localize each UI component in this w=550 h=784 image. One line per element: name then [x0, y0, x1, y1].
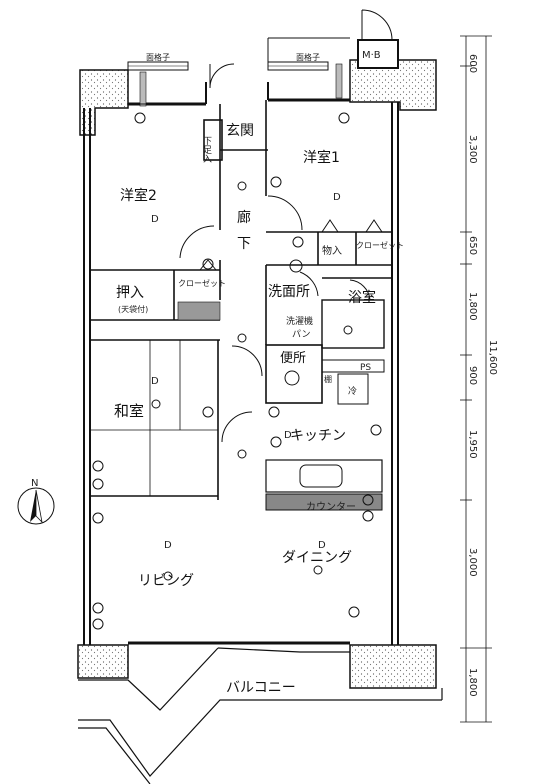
- doors: [179, 63, 371, 443]
- dimension-labels: 600 3,300 650 1,800 900 1,950 3,000 1,80…: [467, 54, 498, 697]
- label-yokushitsu: 浴室: [348, 289, 376, 306]
- closet-marker-icon: [321, 219, 339, 233]
- label-monoire: 物入: [322, 244, 342, 257]
- label-youshitsu2: 洋室2: [120, 187, 157, 204]
- compass-label: N: [31, 478, 38, 489]
- dimension-line: [460, 35, 492, 723]
- outlet-icon: [92, 602, 104, 614]
- label-sentakuki: 洗濯機: [286, 315, 313, 327]
- ceiling-light-icon: [163, 571, 173, 581]
- outlet-icon: [134, 112, 146, 124]
- label-geta: 下足入: [201, 136, 212, 163]
- mb-box: [357, 39, 399, 69]
- column-bottom-left: [77, 644, 129, 679]
- dim-segment-4: 1,800: [467, 292, 478, 321]
- outlet-icon: [92, 512, 104, 524]
- toilet-icon: [284, 370, 300, 386]
- outlet-icon: [268, 406, 280, 418]
- interior-walls: [90, 100, 392, 511]
- label-benjo: 便所: [280, 351, 306, 366]
- outlet-icon: [338, 112, 350, 124]
- sink-icon: [289, 259, 303, 273]
- label-mb: M·B: [362, 50, 381, 61]
- label-kitchen: キッチン: [290, 428, 346, 444]
- column-top-right: [349, 59, 437, 111]
- closet-marker-icon: [365, 219, 383, 233]
- ceiling-light-icon: [151, 399, 161, 409]
- outlet-icon: [92, 618, 104, 630]
- electric-symbols: D D D D D D: [92, 112, 383, 630]
- label-balcony: バルコニー: [226, 680, 296, 696]
- label-pan: パン: [292, 329, 310, 340]
- label-dining: ダイニング: [282, 550, 352, 566]
- balcony-outline: [78, 647, 443, 784]
- outlet-icon: [92, 460, 104, 472]
- light-symbol: D: [318, 540, 326, 551]
- outlet-icon: [362, 494, 374, 506]
- light-symbol: D: [151, 376, 159, 387]
- light-symbol: D: [151, 214, 159, 225]
- label-oshiire: 押入: [116, 285, 144, 301]
- window-grilles: [127, 37, 350, 107]
- room-labels: 洋室2 洋室1 玄関 廊 下 下足入 押入 (天袋付) クローゼット クローゼッ…: [114, 50, 404, 696]
- north-arrow-icon: [30, 490, 36, 522]
- outlet-icon: [270, 176, 282, 188]
- column-top-left: [79, 69, 129, 136]
- label-ps: PS: [360, 363, 371, 373]
- dim-segment-5: 900: [467, 366, 478, 385]
- dim-segment-7: 3,000: [467, 548, 478, 577]
- outlet-icon: [348, 606, 360, 618]
- dim-segment-8: 1,800: [467, 668, 478, 697]
- ceiling-light-icon: [237, 181, 247, 191]
- outlet-icon: [270, 436, 282, 448]
- dim-segment-6: 1,950: [467, 430, 478, 459]
- outlet-icon: [202, 406, 214, 418]
- label-tana: 棚: [324, 374, 332, 384]
- outlet-icon: [92, 478, 104, 490]
- light-symbol: D: [284, 430, 292, 441]
- label-genkan: 玄関: [226, 122, 254, 139]
- outlet-icon: [202, 258, 214, 270]
- closet-marker-icon: [199, 259, 217, 271]
- label-washitsu: 和室: [114, 402, 144, 420]
- ceiling-light-icon: [237, 449, 247, 459]
- label-senmen: 洗面所: [268, 284, 310, 300]
- label-rouka-2: 下: [237, 236, 251, 252]
- label-youshitsu1: 洋室1: [303, 149, 340, 166]
- ceiling-light-icon: [313, 565, 323, 575]
- label-rouka-1: 廊: [237, 209, 251, 226]
- label-living: リビング: [138, 573, 194, 589]
- light-symbol: D: [333, 192, 341, 203]
- outlet-icon: [362, 510, 374, 522]
- dim-total: 11,600: [487, 340, 498, 375]
- light-symbol: D: [164, 540, 172, 551]
- structural-walls: [77, 9, 437, 689]
- outlet-icon: [370, 424, 382, 436]
- dim-segment-2: 3,300: [467, 135, 478, 164]
- outlet-icon: [292, 236, 304, 248]
- label-closet-e: クローゼット: [356, 240, 404, 250]
- label-closet-w: クローゼット: [178, 278, 226, 288]
- label-counter: カウンター: [306, 501, 356, 513]
- label-menkoushi-w: 面格子: [146, 52, 170, 62]
- compass: N: [17, 478, 55, 525]
- dim-segment-1: 600: [467, 54, 478, 73]
- column-bottom-right: [349, 644, 437, 689]
- dim-segment-3: 650: [467, 236, 478, 255]
- drain-icon: [343, 325, 353, 335]
- label-oshiire-note: (天袋付): [118, 304, 148, 314]
- label-rei: 冷: [348, 385, 357, 397]
- label-menkoushi-e: 面格子: [296, 52, 320, 62]
- ceiling-light-icon: [237, 333, 247, 343]
